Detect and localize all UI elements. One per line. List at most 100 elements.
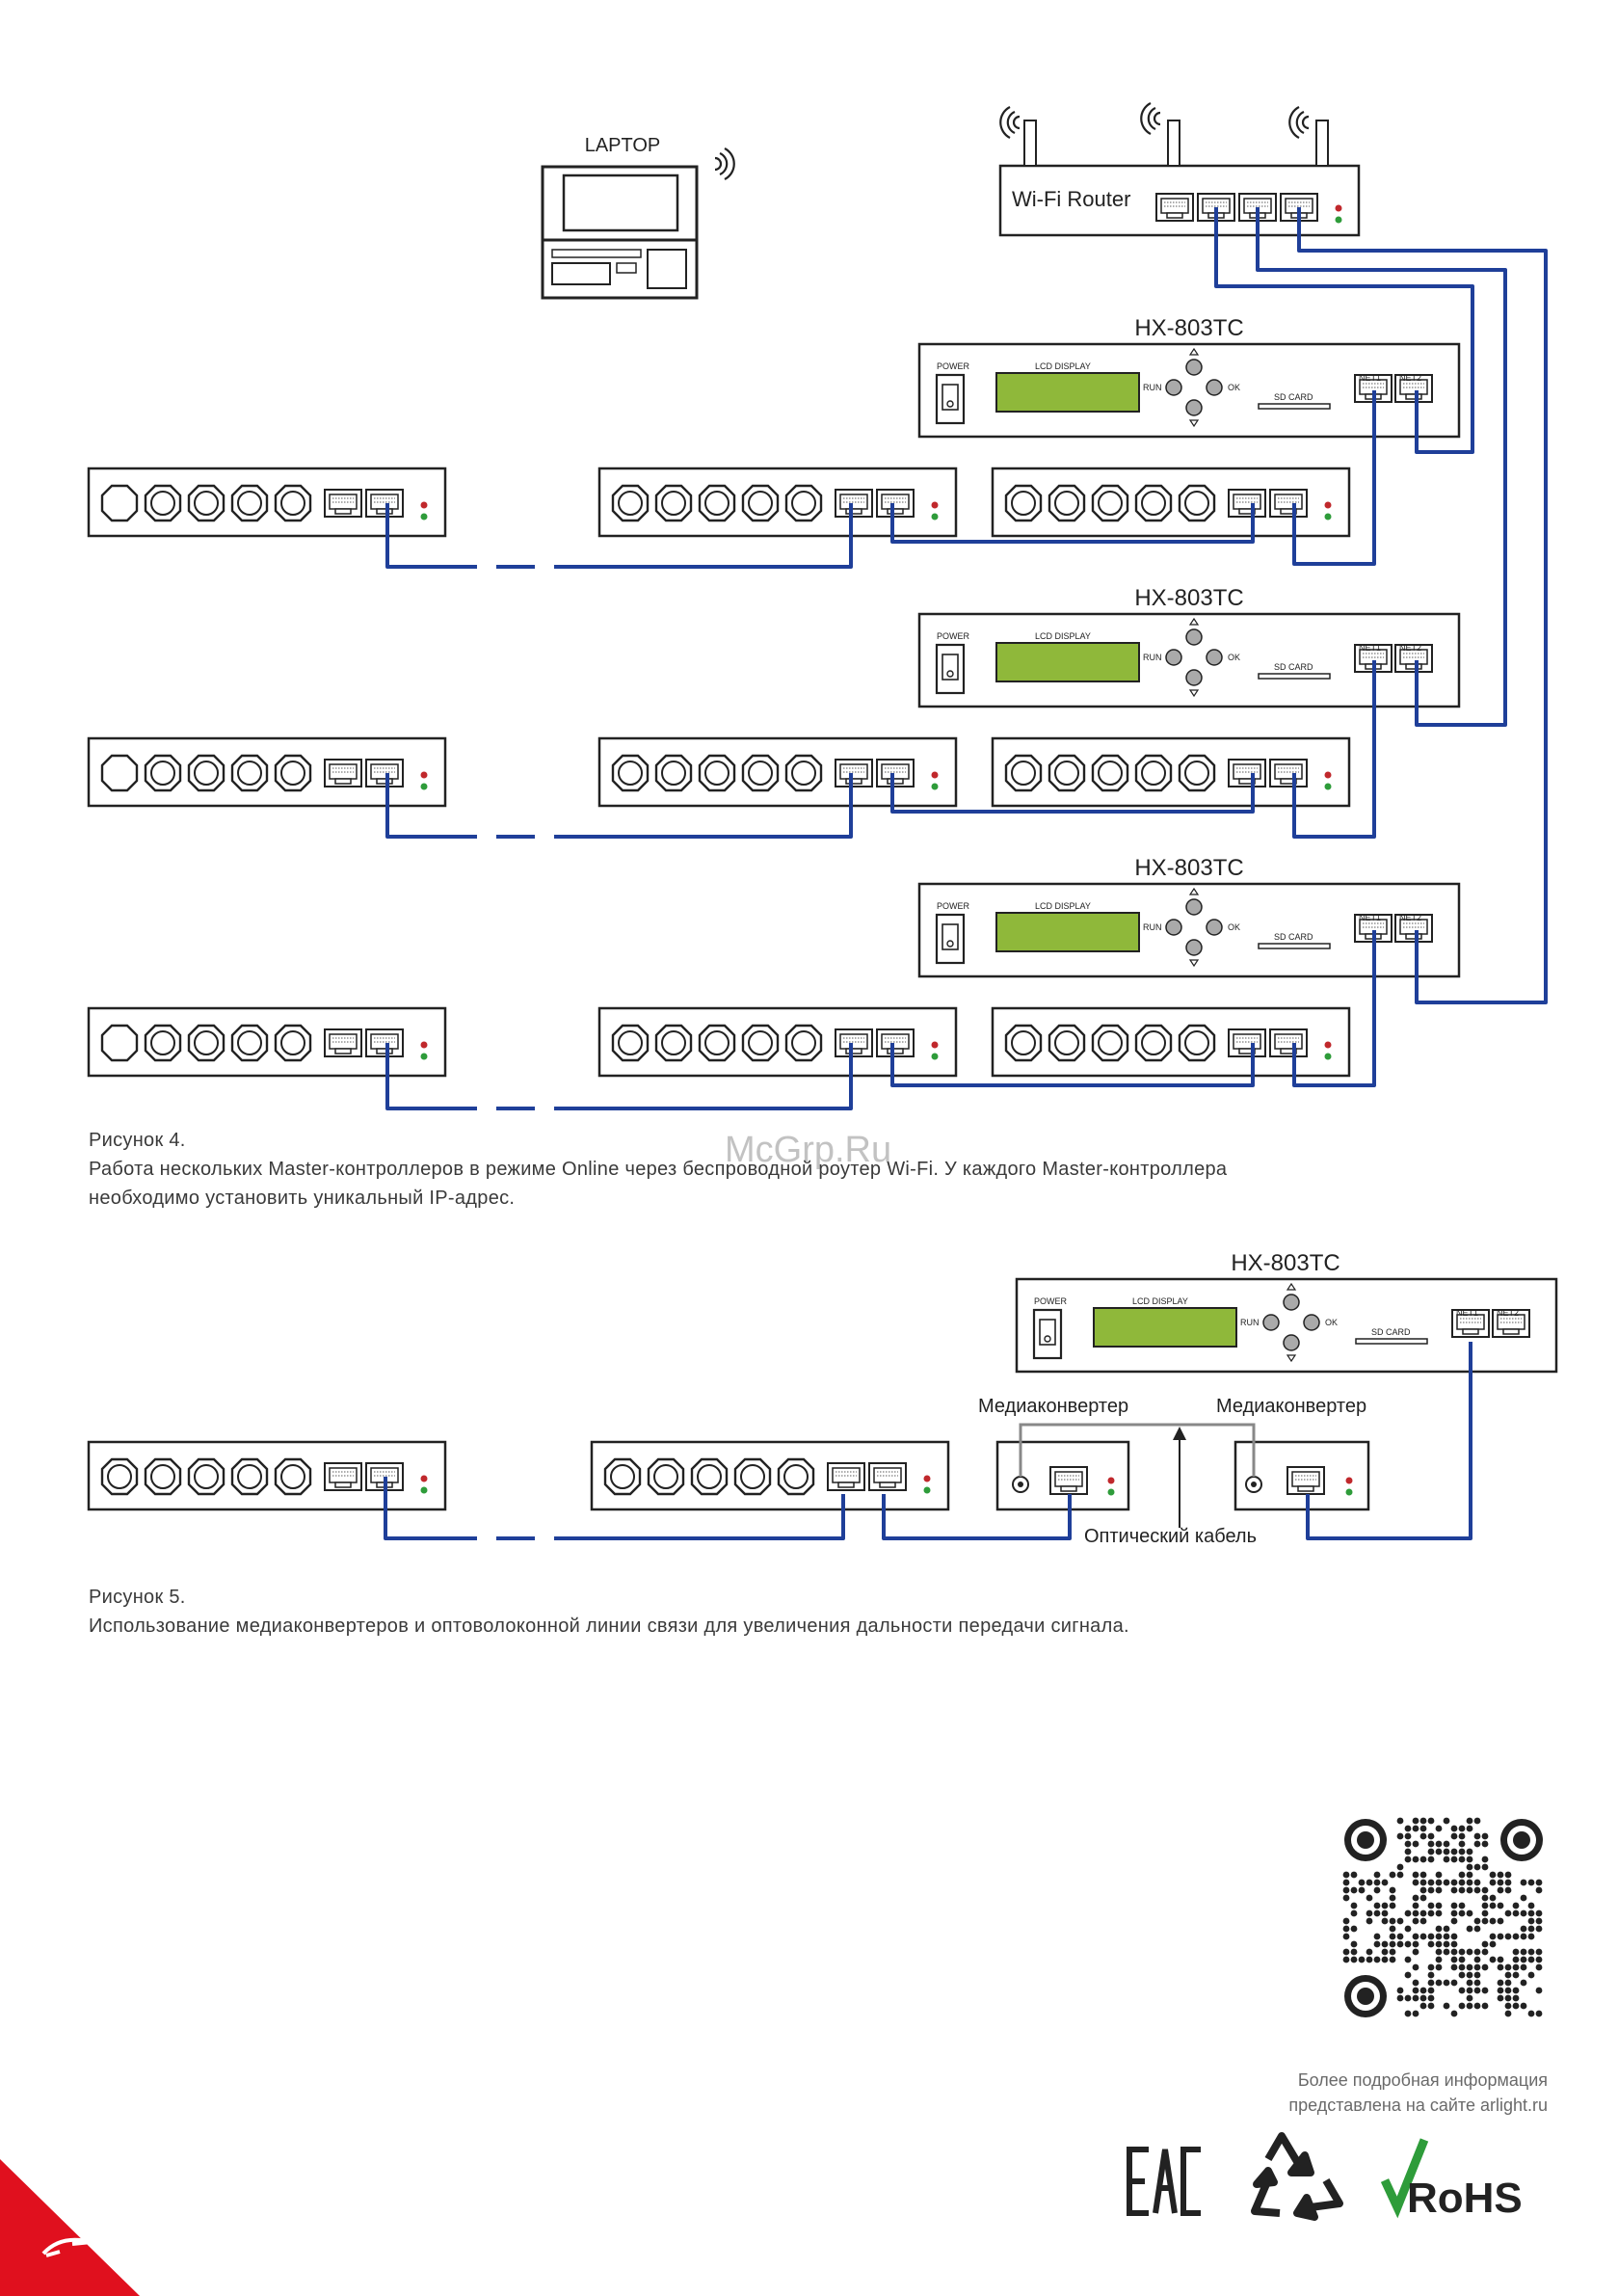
qr-module bbox=[1504, 2010, 1512, 2017]
qr-module bbox=[1412, 1817, 1419, 1825]
wifi-signal-icon bbox=[1140, 101, 1162, 136]
qr-module bbox=[1404, 2010, 1412, 2017]
qr-module bbox=[1504, 1909, 1512, 1917]
qr-module bbox=[1350, 1925, 1358, 1933]
qr-module bbox=[1412, 1902, 1419, 1909]
svg-text:POWER: POWER bbox=[1034, 1296, 1068, 1306]
qr-module bbox=[1458, 1879, 1466, 1886]
qr-module bbox=[1435, 1871, 1443, 1879]
qr-module bbox=[1443, 1848, 1450, 1855]
qr-module bbox=[1520, 1963, 1527, 1971]
qr-module bbox=[1489, 1940, 1497, 1948]
qr-code bbox=[1342, 1817, 1543, 2017]
qr-module bbox=[1481, 1855, 1489, 1863]
qr-module bbox=[1473, 1917, 1481, 1925]
qr-module bbox=[1512, 1987, 1520, 1994]
qr-module bbox=[1458, 1948, 1466, 1956]
qr-module bbox=[1435, 1909, 1443, 1917]
qr-module bbox=[1473, 1886, 1481, 1894]
qr-module bbox=[1497, 1956, 1504, 1963]
qr-module bbox=[1427, 1987, 1435, 1994]
qr-module bbox=[1504, 1971, 1512, 1979]
svg-text:Медиаконвертер: Медиаконвертер bbox=[978, 1396, 1128, 1417]
qr-module bbox=[1419, 1825, 1427, 1832]
qr-module bbox=[1435, 1933, 1443, 1940]
svg-text:SD CARD: SD CARD bbox=[1274, 662, 1313, 672]
svg-text:Медиаконвертер: Медиаконвертер bbox=[1216, 1396, 1366, 1417]
qr-module bbox=[1473, 1979, 1481, 1987]
qr-module bbox=[1527, 1879, 1535, 1886]
qr-module bbox=[1466, 2002, 1473, 2010]
qr-module bbox=[1381, 1909, 1389, 1917]
qr-module bbox=[1466, 1909, 1473, 1917]
qr-module bbox=[1466, 1863, 1473, 1871]
svg-text:OK: OK bbox=[1228, 383, 1240, 392]
qr-module bbox=[1450, 1963, 1458, 1971]
qr-module bbox=[1366, 1948, 1373, 1956]
qr-module bbox=[1389, 1902, 1396, 1909]
qr-module bbox=[1481, 1840, 1489, 1848]
qr-module bbox=[1373, 1879, 1381, 1886]
qr-module bbox=[1350, 1956, 1358, 1963]
fig5-labels: Медиаконвертер Медиаконвертер Оптический… bbox=[978, 1396, 1366, 1547]
qr-module bbox=[1342, 1948, 1350, 1956]
qr-module bbox=[1366, 1917, 1373, 1925]
qr-module bbox=[1342, 1956, 1350, 1963]
qr-module bbox=[1504, 1933, 1512, 1940]
qr-module bbox=[1412, 1871, 1419, 1879]
qr-module bbox=[1450, 1832, 1458, 1840]
svg-text:SD CARD: SD CARD bbox=[1274, 392, 1313, 402]
qr-module bbox=[1504, 1963, 1512, 1971]
qr-module bbox=[1527, 1925, 1535, 1933]
qr-module bbox=[1427, 1940, 1435, 1948]
qr-module bbox=[1350, 1940, 1358, 1948]
qr-module bbox=[1435, 1840, 1443, 1848]
qr-module bbox=[1404, 1855, 1412, 1863]
qr-module bbox=[1504, 1886, 1512, 1894]
qr-module bbox=[1381, 1956, 1389, 1963]
qr-module bbox=[1389, 1886, 1396, 1894]
svg-text:NET2: NET2 bbox=[1399, 913, 1421, 922]
qr-module bbox=[1458, 2002, 1466, 2010]
qr-module bbox=[1358, 1886, 1366, 1894]
qr-module bbox=[1473, 1832, 1481, 1840]
qr-module bbox=[1404, 1956, 1412, 1963]
qr-module bbox=[1450, 1979, 1458, 1987]
svg-text:LCD DISPLAY: LCD DISPLAY bbox=[1035, 901, 1091, 911]
qr-module bbox=[1412, 1879, 1419, 1886]
svg-text:RoHS: RoHS bbox=[1407, 2175, 1523, 2222]
qr-module bbox=[1419, 1871, 1427, 1879]
qr-module bbox=[1458, 1956, 1466, 1963]
qr-module bbox=[1458, 1871, 1466, 1879]
qr-module bbox=[1458, 1848, 1466, 1855]
media-converter-2 bbox=[1233, 1440, 1370, 1511]
qr-module bbox=[1497, 1963, 1504, 1971]
qr-module bbox=[1497, 1987, 1504, 1994]
qr-module bbox=[1419, 1817, 1427, 1825]
svg-text:LCD DISPLAY: LCD DISPLAY bbox=[1035, 631, 1091, 641]
qr-module bbox=[1419, 1879, 1427, 1886]
qr-module bbox=[1443, 1817, 1450, 1825]
optical-cable bbox=[1019, 1423, 1256, 1477]
qr-module bbox=[1527, 2010, 1535, 2017]
qr-module bbox=[1435, 1925, 1443, 1933]
slave-fig5-1 bbox=[89, 1442, 445, 1509]
qr-module bbox=[1389, 1917, 1396, 1925]
qr-module bbox=[1412, 1855, 1419, 1863]
qr-module bbox=[1466, 1886, 1473, 1894]
qr-module bbox=[1412, 1963, 1419, 1971]
qr-module bbox=[1412, 1933, 1419, 1940]
qr-module bbox=[1520, 1909, 1527, 1917]
qr-module bbox=[1512, 1933, 1520, 1940]
qr-module bbox=[1389, 1933, 1396, 1940]
qr-module bbox=[1443, 1925, 1450, 1933]
qr-module bbox=[1473, 1963, 1481, 1971]
qr-module bbox=[1535, 1963, 1543, 1971]
qr-module bbox=[1520, 1925, 1527, 1933]
qr-module bbox=[1412, 1825, 1419, 1832]
qr-module bbox=[1450, 1855, 1458, 1863]
qr-module bbox=[1450, 1886, 1458, 1894]
qr-module bbox=[1458, 1832, 1466, 1840]
caption-line: необходимо установить уникальный IP-адре… bbox=[89, 1188, 516, 1209]
svg-text:POWER: POWER bbox=[937, 901, 970, 911]
